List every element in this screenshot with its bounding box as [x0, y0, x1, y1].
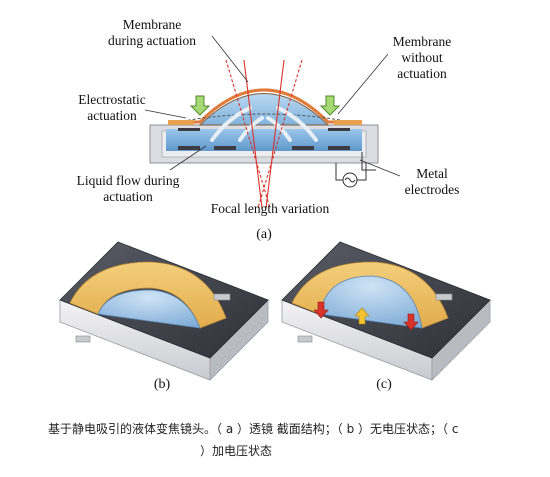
label-membrane-no-actuation-line1: Membrane — [393, 34, 451, 49]
metal-electrodes — [178, 128, 350, 150]
ac-wires — [335, 163, 367, 181]
down-arrow-icon — [313, 301, 419, 331]
label-membrane-actuation-line1: Membrane — [123, 17, 181, 32]
label-membrane-actuation-line2: during actuation — [108, 33, 196, 48]
membrane-without-actuation — [167, 113, 363, 125]
label-focal-length: Focal length variation — [211, 201, 330, 216]
membrane-during-actuation — [168, 88, 362, 124]
panel-a-cross-section: Membrane during actuation Membrane witho… — [77, 17, 460, 242]
panel-a-label: (a) — [256, 227, 272, 242]
up-arrow-icon — [354, 307, 370, 325]
label-liquid-flow-line2: actuation — [103, 189, 153, 204]
figure-caption: 基于静电吸引的液体变焦镜头。（ a ）透镜 截面结构；（ b ）无电压状态；（ … — [48, 418, 508, 462]
label-metal-line1: Metal — [416, 166, 448, 181]
label-electrostatic-line2: actuation — [87, 108, 137, 123]
liquid-pool-flat — [97, 289, 201, 329]
panel-c-label: (c) — [376, 377, 392, 392]
label-electrostatic-line1: Electrostatic — [78, 92, 145, 107]
electrode-ring — [69, 261, 227, 329]
panel-b-label: (b) — [154, 377, 171, 392]
membrane-left-layer — [168, 120, 194, 125]
liquid-lens-dome — [198, 93, 330, 126]
panel-c-voltage-applied: (c) — [281, 241, 491, 392]
caption-line1: 基于静电吸引的液体变焦镜头。（ a ）透镜 截面结构；（ b ）无电压状态；（ … — [48, 422, 459, 436]
label-liquid-flow-line1: Liquid flow during — [77, 173, 180, 188]
label-membrane-no-actuation-line2: without — [401, 50, 443, 65]
connector-pad — [213, 293, 231, 301]
liquid-pool-bulged — [319, 275, 423, 329]
connector-pad — [435, 293, 453, 301]
curved-flow-arrow-icon — [210, 106, 318, 142]
leader-lines — [144, 35, 401, 177]
down-arrow-icon — [189, 95, 341, 116]
panel-b-no-voltage: (b) — [59, 241, 269, 392]
label-membrane-no-actuation-line3: actuation — [397, 66, 447, 81]
membrane-right-layer — [334, 120, 362, 125]
focal-length-lines — [225, 59, 303, 209]
wire-left — [361, 152, 376, 171]
caption-line2: ）加电压状态 — [200, 444, 273, 458]
label-metal-line2: electrodes — [405, 182, 460, 197]
